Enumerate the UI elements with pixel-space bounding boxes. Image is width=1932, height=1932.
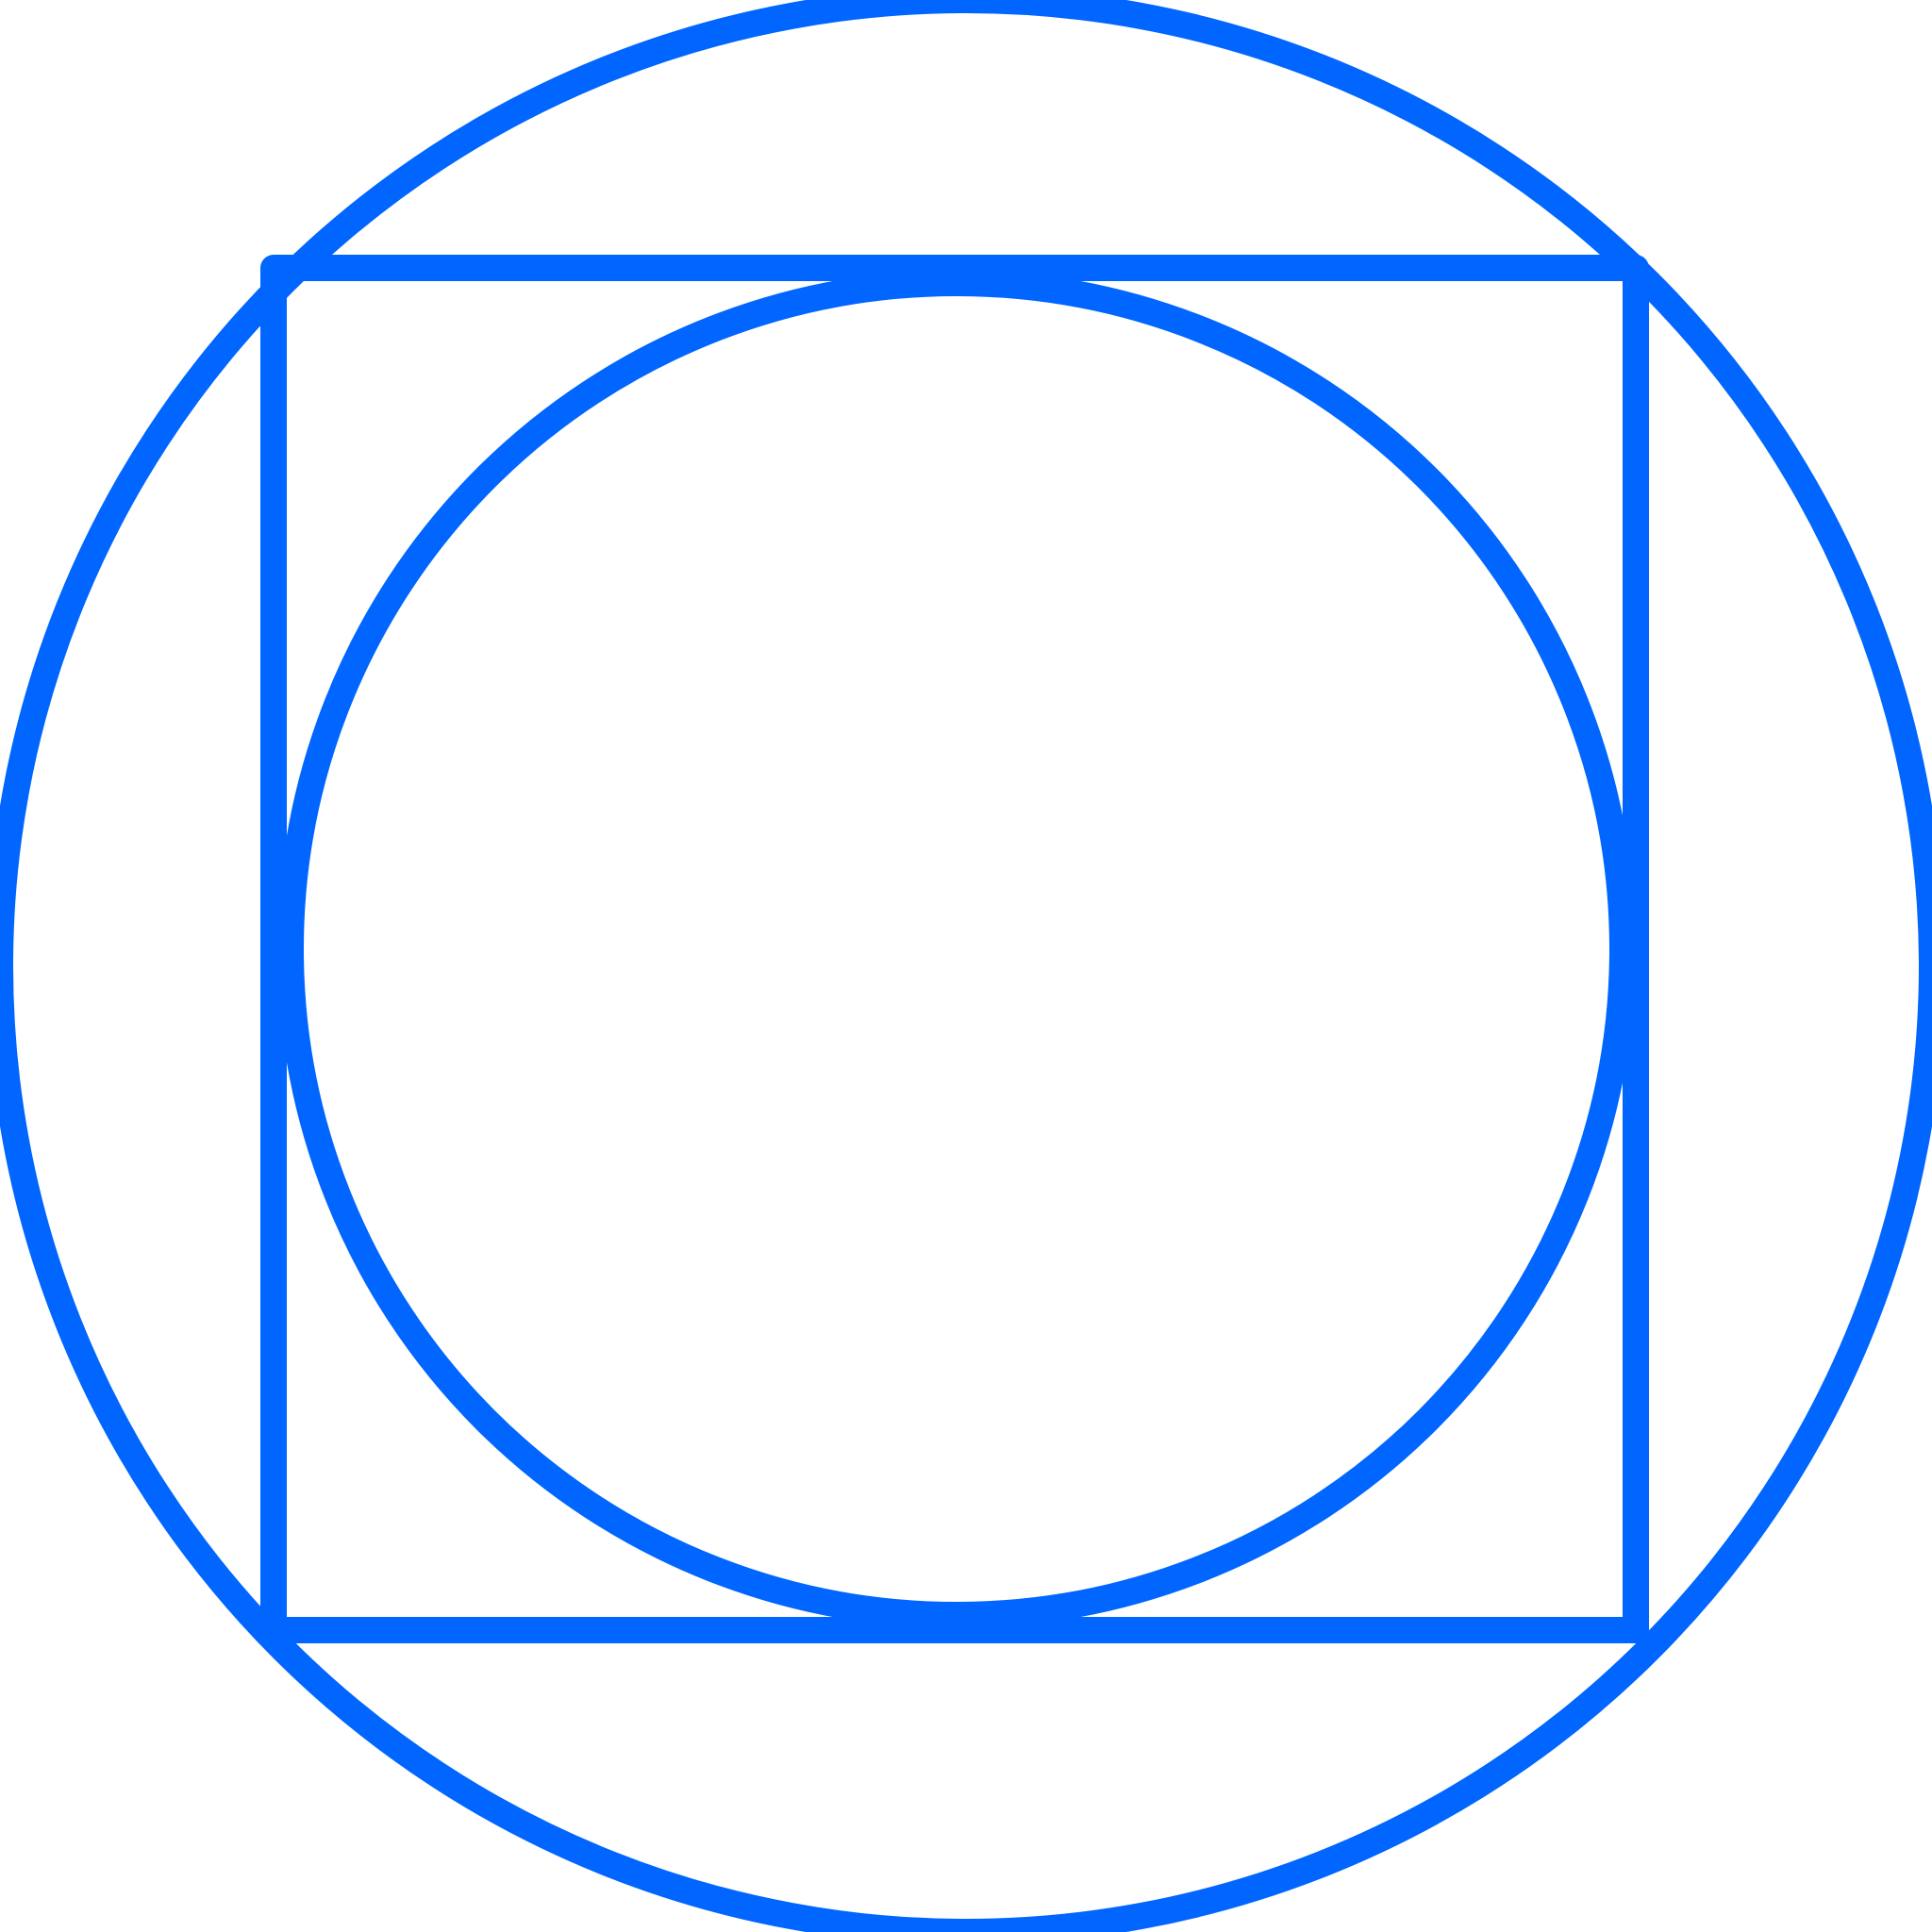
inner-circle xyxy=(277,270,1636,1628)
